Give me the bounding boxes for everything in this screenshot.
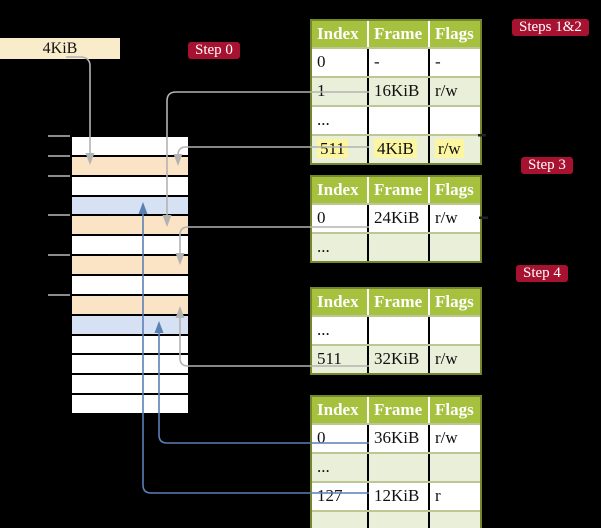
table-cell: - xyxy=(428,49,480,76)
column-header: Flags xyxy=(428,397,480,423)
column-header: Index xyxy=(317,400,359,419)
table-cell xyxy=(428,234,480,261)
memory-cell-page-table xyxy=(72,293,188,314)
table-cell xyxy=(367,234,428,261)
table-row: 0 -- xyxy=(312,47,480,76)
memory-address-tick xyxy=(48,135,70,137)
steps-1-2-badge: Steps 1&2 xyxy=(512,19,589,36)
column-header: Frame xyxy=(367,397,428,423)
table-cell: 4KiB xyxy=(367,136,428,163)
table-cell: 0 xyxy=(317,52,326,71)
memory-cell-mapped-page xyxy=(72,313,188,334)
highlighted-value: 4KiB xyxy=(374,139,417,158)
memory-cell-free xyxy=(72,137,188,155)
table-cell: 1 xyxy=(317,81,326,100)
table-cell: ... xyxy=(317,515,330,528)
table-row: ... xyxy=(312,232,480,261)
step-4-badge: Step 4 xyxy=(516,265,568,282)
table-cell: r/w xyxy=(428,425,480,452)
table-row: 511 4KiB r/w xyxy=(312,134,480,163)
memory-address-tick xyxy=(48,175,70,177)
table-row: ... xyxy=(312,452,480,481)
highlighted-value: 511 xyxy=(317,139,348,158)
physical-memory-column xyxy=(70,135,190,415)
table-cell: ... xyxy=(317,110,330,129)
table-cell: r/w xyxy=(428,346,480,373)
table-cell: - xyxy=(367,49,428,76)
frame-address-label: 4KiB xyxy=(0,38,120,59)
table-cell: 511 xyxy=(317,349,342,368)
table-cell: 0 xyxy=(317,428,326,447)
table-cell: r xyxy=(428,483,480,510)
column-header: Flags xyxy=(428,21,480,47)
column-header: Frame xyxy=(367,21,428,47)
table-cell xyxy=(428,317,480,344)
table-cell xyxy=(367,317,428,344)
table-cell: 32KiB xyxy=(367,346,428,373)
highlighted-value: r/w xyxy=(435,139,464,158)
column-header: Index xyxy=(317,180,359,199)
table-cell: ... xyxy=(317,320,330,339)
step-0-badge: Step 0 xyxy=(188,42,240,59)
table-cell xyxy=(428,107,480,134)
memory-cell-page-table xyxy=(72,214,188,235)
table-cell xyxy=(367,107,428,134)
table-cell xyxy=(428,512,480,528)
table-cell: 511 xyxy=(312,136,367,163)
memory-address-tick xyxy=(48,214,70,216)
table-cell: 12KiB xyxy=(367,483,428,510)
table-cell: 127 xyxy=(317,486,343,505)
memory-cell-page-table xyxy=(72,254,188,275)
table-row: ... xyxy=(312,510,480,528)
column-header: Frame xyxy=(367,177,428,203)
memory-address-tick xyxy=(48,155,70,157)
memory-cell-free xyxy=(72,373,188,394)
table-cell: r/w xyxy=(428,136,480,163)
memory-cell-free xyxy=(72,234,188,255)
column-header: Index xyxy=(317,24,359,43)
memory-cell-free xyxy=(72,274,188,294)
memory-address-tick xyxy=(48,254,70,256)
table-cell: r/w xyxy=(428,78,480,105)
table-cell: 36KiB xyxy=(367,425,428,452)
table-cell: ... xyxy=(317,457,330,476)
column-header: Flags xyxy=(428,177,480,203)
column-header: Frame xyxy=(367,289,428,315)
memory-cell-free xyxy=(72,393,188,414)
table-row: ... xyxy=(312,315,480,344)
step-3-badge: Step 3 xyxy=(521,157,573,174)
memory-cell-page-table xyxy=(72,154,188,175)
memory-cell-free xyxy=(72,333,188,354)
table-cell: r/w xyxy=(428,205,480,232)
memory-cell-mapped-page xyxy=(72,194,188,215)
column-header: Index xyxy=(317,292,359,311)
table-cell xyxy=(428,454,480,481)
table-row: ... xyxy=(312,105,480,134)
table-cell: 0 xyxy=(317,208,326,227)
memory-cell-free xyxy=(72,353,188,374)
table-cell xyxy=(367,454,428,481)
memory-address-tick xyxy=(48,294,70,296)
table-cell xyxy=(367,512,428,528)
table-cell: 24KiB xyxy=(367,205,428,232)
table-cell: ... xyxy=(317,237,330,256)
memory-cell-free xyxy=(72,174,188,195)
column-header: Flags xyxy=(428,289,480,315)
table-cell: 16KiB xyxy=(367,78,428,105)
